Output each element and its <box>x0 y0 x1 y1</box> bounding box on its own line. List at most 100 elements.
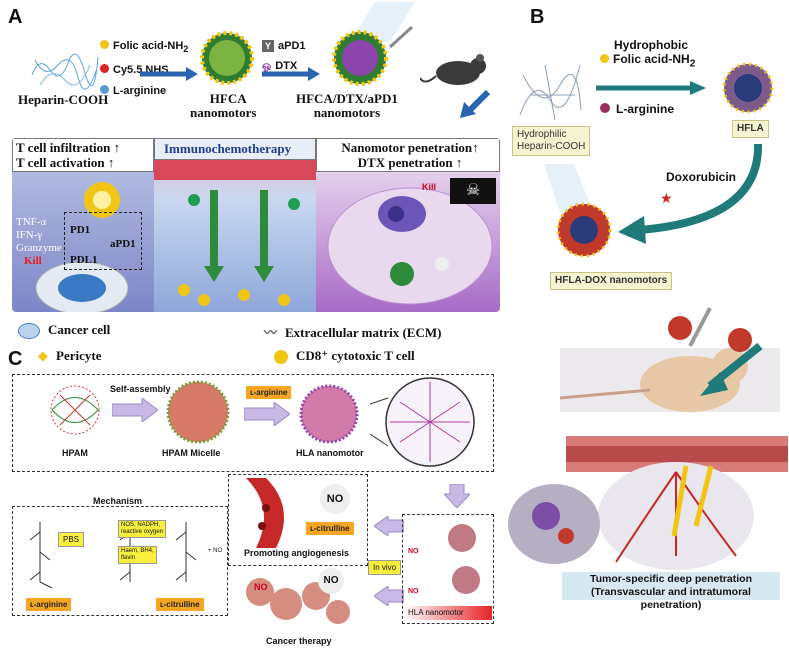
legend-tcell: CD8⁺ cytotoxic T cell <box>274 348 504 365</box>
drug-dtx-label: DTX <box>275 60 298 72</box>
reagent-b-folic-label: Folic acid-NH <box>613 52 690 66</box>
tcell-icon <box>84 182 120 218</box>
folic-dot-icon <box>100 40 109 49</box>
nanomotor-zoom-icon <box>370 377 475 467</box>
mouse-injection-icon <box>560 307 780 412</box>
reagent-folic: Folic acid-NH2 <box>100 36 188 60</box>
cancer-cells-icon <box>246 578 350 624</box>
hfca-label: HFCA nanomotors <box>190 91 256 120</box>
cytokine-list: TNF-α IFN-γ Granzyme Kill <box>16 216 62 268</box>
ecm-legend-icon: 〰 <box>264 325 278 340</box>
doxorubicin-star-icon: ★ <box>660 190 673 206</box>
mechanism-illustration: T cell infiltration ↑ T cell activation … <box>12 138 500 312</box>
arrow-down-icon <box>444 484 470 508</box>
heparin-chain-icon <box>31 53 99 90</box>
legend-ecm: 〰Extracellular matrix (ECM) <box>264 322 504 341</box>
arrow-left-icon <box>374 586 404 606</box>
no-bubble-2: NO <box>318 568 344 594</box>
arginine-tag: ʟ-arginine <box>246 386 292 399</box>
stage-hla: HLA nanomotor <box>296 448 364 458</box>
drug-apd1-label: aPD1 <box>278 40 306 52</box>
cytokine-kill: Kill <box>24 255 42 267</box>
invivo-tag: In vivo <box>368 560 402 575</box>
reagent-b-arginine-label: L-arginine <box>616 102 675 116</box>
arginine-b-dot-icon <box>600 103 610 113</box>
no-invivo-1: NO <box>408 548 419 555</box>
receptor-box <box>64 212 142 270</box>
hfla-label: HFLA <box>732 120 769 138</box>
no-invivo-2: NO <box>408 588 419 595</box>
arrow-right-icon <box>140 67 198 81</box>
heparin-chain-b-icon <box>519 64 582 121</box>
product-label: HFCA/DTX/aPD1 nanomotors <box>296 92 398 120</box>
cytokine-tnf: TNF-α <box>16 216 47 228</box>
cancer-cell-legend-icon <box>18 323 40 340</box>
therapy-label: Cancer therapy <box>266 636 332 646</box>
vessel-icon <box>154 160 316 306</box>
enzyme-tag-2: Haem, BH4, flavin <box>118 546 157 564</box>
no-bubble: NO <box>320 484 350 514</box>
synthesis-box <box>12 374 494 472</box>
hla-nanomotor-icon <box>299 384 359 444</box>
box1-text: T cell infiltration ↑ T cell activation … <box>16 140 120 170</box>
folic-b-dot-icon <box>600 54 609 63</box>
box3-line2: DTX penetration ↑ <box>357 155 463 170</box>
hfla-icon <box>722 62 774 114</box>
reagent-b-list: Hydrophobic Folic acid-NH2 <box>600 38 695 71</box>
enzyme1-line1: NOS, NADPH, <box>121 522 161 528</box>
panel-c-letter: C <box>8 348 23 370</box>
blood-vessel-icon <box>246 478 284 548</box>
enzyme1-line2: reactive oxygen <box>121 529 164 535</box>
box1-header <box>12 138 154 172</box>
arrow-right-icon <box>112 398 158 422</box>
cancer-cell-icon <box>35 261 129 312</box>
angiogenesis-label: Promoting angiogenesis <box>244 548 350 558</box>
enzyme-tag-1: NOS, NADPH, reactive oxygen <box>118 520 167 538</box>
box2-header <box>154 138 316 160</box>
antibody-icon: Y <box>262 40 274 52</box>
arrow-right-icon <box>596 81 706 95</box>
hfla-dox-label: HFLA-DOX nanomotors <box>550 272 673 290</box>
arginine-dot-icon <box>100 85 109 95</box>
box3-line1: Nanomotor penetration↑ <box>341 140 479 155</box>
hfca-dtx-apd1-icon <box>332 2 415 86</box>
hla-bar: HLA nanomotor <box>404 606 492 620</box>
citrulline-tag: ʟ-citrulline <box>306 522 354 535</box>
hfca-label-1: HFCA <box>209 91 247 106</box>
arg-label: ʟ-arginine <box>26 598 72 611</box>
tumor-vessel-icon <box>508 436 788 570</box>
box2-text: Immunochemotherapy <box>164 141 292 156</box>
pericyte-legend-icon: ◆ <box>38 348 48 363</box>
enzyme2-line2: flavin <box>121 555 136 561</box>
reagent-arginine: L-arginine <box>100 81 188 102</box>
penetration-caption: Tumor-specific deep penetration (Transva… <box>562 572 780 611</box>
cit-label: ʟ-citrulline <box>156 598 204 611</box>
dtx-icon: ஓ <box>262 60 272 72</box>
hla-particles-icon <box>448 524 480 594</box>
reagent-folic-label: Folic acid-NH <box>113 40 184 52</box>
caption-line2: (Transvascular and intratumoral penetrat… <box>591 586 751 611</box>
no-therapy: NO <box>254 582 268 592</box>
legend-cancer-label: Cancer cell <box>48 322 111 337</box>
caption-line1: Tumor-specific deep penetration <box>590 573 752 585</box>
box3-header <box>316 138 500 172</box>
cy55-dot-icon <box>100 64 109 74</box>
legend-cancer: Cancer cell <box>18 322 248 340</box>
heparin-b-line1: Hydrophilic <box>517 129 567 140</box>
box1-line1: T cell infiltration ↑ <box>16 140 121 155</box>
reagent-b-folic: Folic acid-NH2 <box>600 52 695 71</box>
cytokine-ifn: IFN-γ <box>16 229 43 241</box>
mechanism-box <box>12 506 228 616</box>
no-product-label: NO <box>213 548 223 554</box>
hpam-polymer-icon <box>50 385 100 435</box>
product-label-2: nanomotors <box>313 105 381 120</box>
heparin-b-label: Hydrophilic Heparin-COOH <box>512 126 591 156</box>
arrow-left-icon <box>374 516 404 536</box>
stage-micelle: HPAM Micelle <box>162 448 221 458</box>
heparin-b-line2: Heparin-COOH <box>517 141 586 152</box>
heparin-label: Heparin-COOH <box>18 92 109 107</box>
hpam-micelle-icon <box>166 380 230 444</box>
panel-b-letter: B <box>530 6 545 28</box>
